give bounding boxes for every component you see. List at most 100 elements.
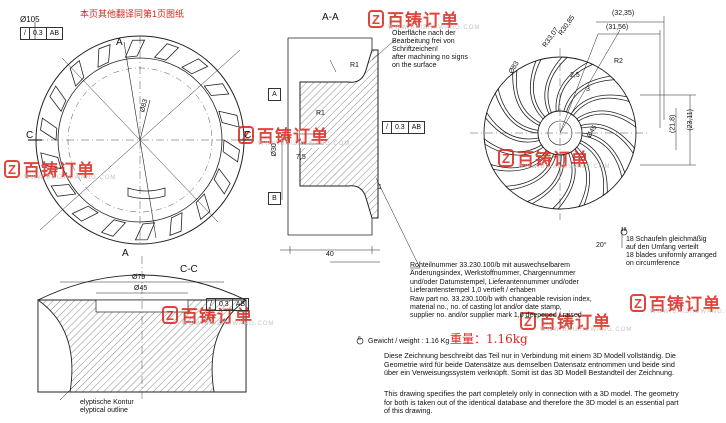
watermark-brand: 百铸订单 (517, 150, 589, 170)
blade-slot (40, 117, 58, 141)
fan-blade (574, 146, 590, 208)
watermark-brand: 百铸订单 (649, 295, 721, 315)
watermark-brand: 百铸订单 (23, 161, 95, 181)
blade-slot (69, 59, 85, 87)
dim-2-5: 2,5 (570, 72, 580, 79)
runout-symbol: / (207, 299, 216, 310)
radius-r1-top: R1 (350, 62, 359, 69)
weight-label: Gewicht / weight : 1.16 Kg (368, 338, 450, 345)
blade-slot (195, 193, 211, 221)
part-note-line: Raw part no. 33.230.100/b with changeabl… (410, 295, 592, 303)
section-aa (280, 37, 421, 269)
part-note-line: Änderungsindex, Werkstoffnummer, Chargen… (410, 270, 576, 278)
blade-slot (97, 43, 111, 68)
section-label-c-right: C (244, 130, 252, 141)
watermark-logo: Z 百铸订单 WWW.BAIZHUWANG.COM (498, 145, 609, 170)
watermark-logo: Z 百铸订单 WWW.BAIZHUWANG.COM (520, 308, 631, 333)
dim-21-8: (21,8) (669, 114, 677, 133)
runout-datum-ref: AB (49, 30, 60, 37)
front-view (28, 22, 252, 245)
blade-slot (213, 167, 231, 195)
fan-blade (580, 123, 635, 155)
part-note-line: supplier no. and/or supplier mark 1,0 de… (410, 312, 582, 320)
blade-slot (71, 205, 99, 222)
fan-blade (551, 151, 576, 210)
blade-slot (100, 219, 127, 237)
dim-23-11: (23,11) (686, 109, 694, 131)
watermark-icon: Z (238, 125, 254, 144)
radius-r2: R2 (614, 58, 623, 65)
weight-marker-circle (356, 337, 364, 345)
section-cc-title: C-C (180, 264, 198, 275)
hub-section-hatch (299, 49, 379, 219)
blade-slot (218, 110, 240, 128)
section-label-c-left: C (26, 130, 34, 141)
part-note-line: Rohteilnummer 33.230.100/b mit auswechse… (410, 262, 570, 269)
section-cc (37, 256, 247, 401)
runout-tolerance-frame-cc: / 0.3 AB (206, 298, 250, 311)
radius-r1-mid: R1 (316, 110, 325, 117)
part-note-line: material no., no. of casting lot and/or … (410, 304, 562, 312)
watermark-brand: 百铸订单 (387, 11, 459, 31)
blade-slot (40, 152, 62, 170)
watermark-icon: Z (162, 305, 178, 324)
dim-31-56: (31,56) (606, 24, 629, 31)
runout-value: 0.3 (216, 299, 233, 310)
blade-distribution-note: 18 Schaufeln gleichmäßig auf den Umfang … (626, 236, 717, 268)
elliptical-contour-note: elyptische Kontur elyptical outline (80, 399, 134, 415)
fan-blade (544, 56, 569, 115)
fan-blade (483, 138, 544, 156)
blade-slot (203, 83, 230, 96)
blade-slot (169, 212, 183, 237)
runout-symbol: / (383, 122, 392, 133)
watermark-url: WWW.BAIZHUWANG.COM (518, 164, 611, 170)
watermark-url: WWW.BAIZHUWANG.COM (258, 141, 351, 147)
contour-note-en: elyptical outline (80, 407, 128, 414)
watermark-url: WWW.BAIZHUWANG.COM (388, 25, 481, 31)
surface-note-line: on the surface (392, 62, 437, 69)
fan-blade (579, 139, 608, 197)
fan-blade (512, 69, 541, 127)
fan-blade (485, 111, 540, 143)
description-de: Diese Zeichnung beschreibt das Teil nur … (384, 351, 676, 378)
watermark-url: WWW.BAIZHUWANG.COM (24, 175, 117, 181)
dim-3: 3 (586, 86, 590, 93)
blade-note-number: 18 (621, 227, 627, 233)
blade-slot (222, 139, 240, 163)
surface-note-line: Oberfläche nach der (392, 30, 456, 37)
weight-label-cn: 重量：1.16kg (450, 332, 528, 346)
angle-20: 20° (596, 242, 607, 249)
surface-note-line: Bearbeitung frei von (392, 38, 455, 45)
watermark-logo: Z 百铸订单 WWW.BAIZHUWANG.COM (238, 122, 349, 147)
watermark-brand: 百铸订单 (181, 307, 253, 327)
datum-b: B (268, 192, 281, 205)
dim-cc-45: Ø45 (134, 285, 148, 292)
description-en: This drawing specifies the part complete… (384, 389, 679, 416)
contour-note-de: elyptische Kontur (80, 399, 134, 406)
raw-part-note: Rohteilnummer 33.230.100/b mit auswechse… (410, 262, 592, 321)
part-note-line: Lieferantenstempel 1,0 vertieft / erhabe… (410, 287, 536, 295)
surface-note: Oberfläche nach der Bearbeitung frei von… (392, 30, 468, 70)
watermark-url: WWW.BAIZHUWANG.COM (650, 309, 726, 315)
dim-cc-79: Ø79 (132, 274, 146, 281)
blade-note-marker (620, 228, 628, 236)
dim-1: 1 (378, 184, 382, 191)
dim-outer-diameter: Ø105 (20, 15, 40, 24)
blade-slot (181, 58, 209, 75)
watermark-url: WWW.BAIZHUWANG.COM (540, 327, 633, 333)
dim-bore-diameter: Ø30 (270, 143, 278, 157)
dim-7-5: 7,5 (296, 154, 306, 161)
fan-blade (526, 154, 565, 205)
watermark-icon: Z (630, 293, 646, 312)
section-label-a-top: A (116, 37, 123, 48)
blade-note-line: 18 blades uniformly arranged (626, 252, 717, 259)
blade-note-line: 18 Schaufeln gleichmäßig (626, 236, 707, 243)
fan-blade (494, 87, 539, 134)
blade-slot (124, 39, 146, 58)
surface-note-line: after machining no signs (392, 54, 468, 61)
watermark-url: WWW.BAIZHUWANG.COM (182, 321, 275, 327)
blade-view (470, 16, 696, 248)
watermark-logo: Z 百铸订单 WWW.BAIZHUWANG.COM (368, 6, 479, 31)
